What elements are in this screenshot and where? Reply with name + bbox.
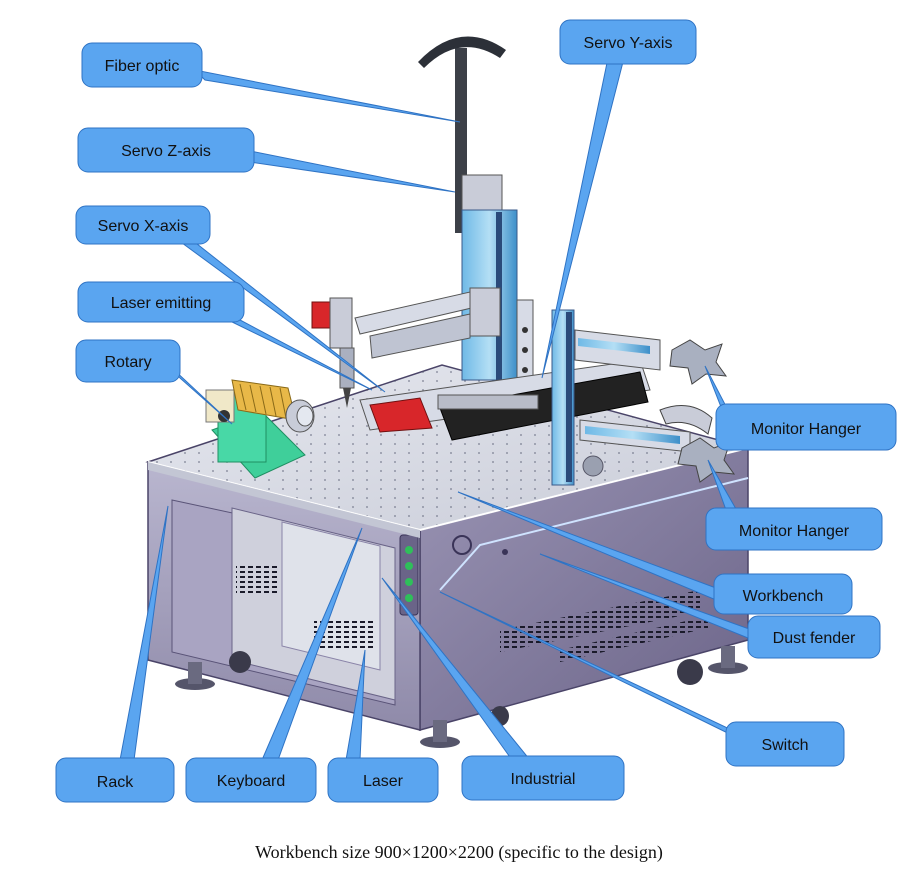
leader-lines [119, 57, 760, 761]
label-monitor-hanger-1: Monitor Hanger [751, 421, 862, 438]
label-industrial: Industrial [511, 771, 576, 788]
leader-servo-y [541, 57, 625, 379]
callout-laser-emitting: Laser emitting [77, 281, 245, 323]
label-servo-y: Servo Y-axis [584, 35, 673, 52]
label-servo-z: Servo Z-axis [121, 143, 211, 160]
callout-workbench: Workbench [713, 573, 853, 615]
callout-monitor-hanger-1: Monitor Hanger [715, 403, 897, 451]
label-laser: Laser [363, 773, 404, 790]
rotary-device [205, 379, 315, 479]
monitor-hangers [574, 329, 736, 483]
label-workbench: Workbench [743, 588, 824, 605]
leader-servo-z [244, 149, 456, 193]
callout-laser: Laser [327, 757, 439, 803]
callout-servo-y: Servo Y-axis [559, 19, 697, 65]
label-laser-emitting: Laser emitting [111, 295, 212, 312]
leader-fiber-optic [193, 69, 461, 123]
y-axis-rail [359, 309, 651, 486]
callout-servo-x: Servo X-axis [75, 205, 211, 245]
label-rack: Rack [97, 774, 134, 791]
callout-industrial: Industrial [461, 755, 625, 801]
label-rotary: Rotary [104, 354, 151, 371]
callout-switch: Switch [725, 721, 845, 767]
label-fiber-optic: Fiber optic [105, 58, 180, 75]
callout-keyboard: Keyboard [185, 757, 317, 803]
label-switch: Switch [761, 737, 808, 754]
callout-monitor-hanger-2: Monitor Hanger [705, 507, 883, 551]
label-servo-x: Servo X-axis [98, 218, 189, 235]
feet [175, 646, 748, 748]
label-keyboard: Keyboard [217, 773, 286, 790]
label-dust-fender: Dust fender [773, 630, 856, 647]
callouts: Fiber optic Servo Z-axis Servo X-axis La… [55, 19, 897, 803]
label-monitor-hanger-2: Monitor Hanger [739, 523, 850, 540]
callout-rack: Rack [55, 757, 175, 803]
machine-cabinet [145, 364, 751, 748]
diagram-caption: Workbench size 900×1200×2200 (specific t… [255, 842, 663, 862]
callout-fiber-optic: Fiber optic [81, 42, 203, 88]
callout-servo-z: Servo Z-axis [77, 127, 255, 173]
callout-dust-fender: Dust fender [747, 615, 881, 659]
callout-rotary: Rotary [75, 339, 181, 383]
